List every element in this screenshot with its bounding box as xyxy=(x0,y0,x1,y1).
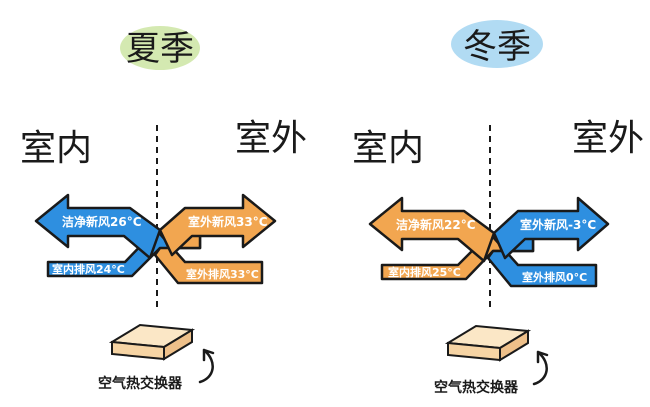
summer-panel: 夏季 室内 室外 洁净新风26°C 室内排风24°C 室外新风33°C 室外排风… xyxy=(20,26,307,392)
winter-pointer-arrow xyxy=(532,350,549,386)
winter-clean-fresh-arrow xyxy=(368,196,496,263)
winter-bottom-left-label: 室内排风25°C xyxy=(388,265,461,279)
summer-device-label: 空气热交换器 xyxy=(98,375,183,392)
winter-outdoor-label: 室外 xyxy=(572,118,644,159)
summer-bottom-right-label: 室外排风33°C xyxy=(186,267,259,281)
summer-top-left-label: 洁净新风26°C xyxy=(62,214,142,229)
winter-bottom-right-label: 室外排风0°C xyxy=(522,270,587,284)
winter-title: 冬季 xyxy=(463,27,531,67)
summer-clean-fresh-arrow xyxy=(34,193,162,260)
summer-indoor-label: 室内 xyxy=(20,128,92,169)
summer-pointer-arrow xyxy=(198,348,215,384)
summer-outdoor-fresh-arrow xyxy=(158,193,277,257)
summer-outdoor-label: 室外 xyxy=(235,118,307,159)
summer-heat-exchanger-box xyxy=(108,323,196,361)
winter-device-label: 空气热交换器 xyxy=(434,379,519,396)
winter-outdoor-fresh-arrow xyxy=(492,196,610,260)
summer-title-blob xyxy=(120,26,200,70)
winter-top-right-label: 室外新风-3°C xyxy=(520,217,596,232)
winter-panel: 冬季 室内 室外 洁净新风22°C 室内排风25°C 室外新风-3°C 室外排风… xyxy=(352,20,644,396)
winter-title-blob xyxy=(451,20,543,68)
winter-heat-exchanger-box xyxy=(444,324,532,362)
summer-bottom-left-label: 室内排风24°C xyxy=(52,262,125,276)
winter-top-left-label: 洁净新风22°C xyxy=(396,217,476,232)
summer-top-right-label: 室外新风33°C xyxy=(188,214,268,229)
summer-title: 夏季 xyxy=(126,29,194,69)
winter-indoor-label: 室内 xyxy=(352,128,424,169)
